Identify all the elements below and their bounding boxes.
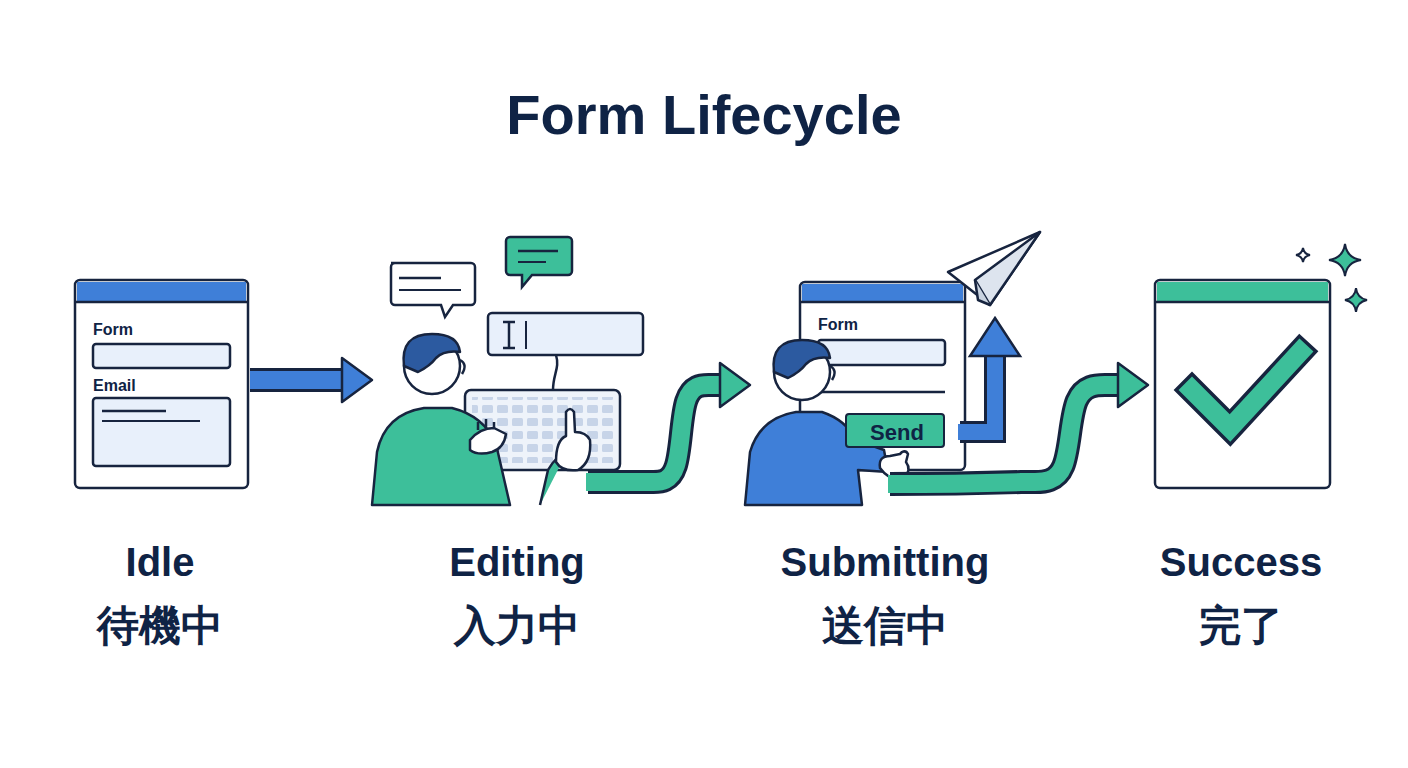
editing-person <box>556 409 590 470</box>
flow-arrow-body <box>1020 385 1120 482</box>
node-label: Submitting <box>781 540 990 584</box>
speech-bubble <box>399 289 461 291</box>
success-window <box>1155 280 1330 488</box>
idle-form-window <box>75 280 248 488</box>
stage-region: Editing 入力中 <box>372 225 640 670</box>
speech-bubble <box>391 237 572 317</box>
submitting-person <box>774 340 830 378</box>
flow-arrow-body <box>250 371 344 389</box>
submit-form-window <box>818 340 945 365</box>
sparkle <box>1329 244 1361 276</box>
text-input-field <box>503 322 515 348</box>
flow-arrow-outline <box>1020 385 1120 482</box>
node-label: Form <box>93 321 133 339</box>
speech-bubble <box>506 237 572 287</box>
paper-plane <box>948 232 1040 305</box>
speech-bubble <box>399 277 441 280</box>
submit-form-window <box>801 301 964 304</box>
node-label: Idle <box>126 540 195 584</box>
flow-arrow-outline <box>640 385 722 482</box>
idle-form-window <box>102 410 166 413</box>
node-label: Success <box>1160 540 1322 584</box>
flow-arrow-body <box>640 385 722 482</box>
submit-form-window <box>802 284 963 302</box>
check-mark <box>1192 352 1300 428</box>
node-label: Editing <box>449 540 585 584</box>
idle-form-window <box>76 301 247 304</box>
sparkle <box>1345 288 1367 312</box>
flow-arrow-tail <box>586 473 643 491</box>
submit-form-window <box>818 391 945 394</box>
idle-form-window <box>93 344 230 368</box>
stage-region: Success 完了 <box>1148 225 1338 670</box>
arrow-head <box>342 358 372 402</box>
paper-plane <box>975 232 1040 305</box>
sparkle <box>1296 248 1310 262</box>
node-sublabel: 待機中 <box>97 603 223 649</box>
flow-arrow <box>250 358 372 402</box>
editing-person <box>372 408 510 505</box>
node-label: Form <box>818 316 858 334</box>
editing-person <box>404 334 460 372</box>
speech-bubble <box>518 250 558 253</box>
idle-form-window <box>75 280 248 488</box>
arrow-head <box>1118 363 1148 407</box>
flow-arrow <box>1020 363 1148 482</box>
idle-form-window <box>93 398 230 466</box>
node-sublabel: 入力中 <box>454 603 580 649</box>
speech-bubble <box>518 261 546 263</box>
flow-arrow-outline <box>250 368 344 392</box>
stage-region: Submitting 送信中 FormSend <box>750 225 1020 670</box>
send-up-arrow <box>958 350 995 432</box>
text-input-field <box>525 321 527 349</box>
submitting-person <box>830 366 835 380</box>
paper-plane <box>948 232 1040 305</box>
sparkle <box>1296 244 1367 312</box>
form-window: FormSend <box>800 282 965 470</box>
flow-arrow-tail <box>888 482 1023 484</box>
stage-region: Idle 待機中 FormEmail <box>62 225 250 670</box>
text-input-field <box>488 313 643 390</box>
node-sublabel: Email <box>93 377 136 395</box>
success-window <box>1155 280 1330 488</box>
text-input-field <box>553 355 557 390</box>
check-mark <box>1192 352 1300 428</box>
form-window: FormEmail <box>75 280 248 488</box>
node-sublabel: 送信中 <box>822 603 948 649</box>
flow-arrow-tail <box>586 482 643 483</box>
idle-form-window <box>102 420 200 422</box>
editing-person <box>460 360 465 374</box>
flow-arrow <box>640 363 750 482</box>
success-window <box>1156 301 1329 304</box>
editing-person <box>470 428 506 454</box>
node-label: Send <box>870 421 924 445</box>
text-input-field <box>488 313 643 355</box>
send-button: Send <box>845 413 945 448</box>
flow-arrow-tail <box>888 482 1023 484</box>
editing-person <box>478 419 494 430</box>
paper-plane <box>975 280 990 305</box>
check-mark <box>1192 352 1300 428</box>
success-window <box>1157 282 1328 302</box>
idle-form-window <box>77 282 246 302</box>
send-up-arrow <box>970 318 1020 356</box>
send-up-arrow <box>958 318 1020 432</box>
node-sublabel: 完了 <box>1199 603 1283 649</box>
diagram-title: Form Lifecycle <box>0 84 1408 146</box>
speech-bubble <box>391 263 475 317</box>
arrow-head <box>720 363 750 407</box>
editing-person <box>372 334 590 505</box>
